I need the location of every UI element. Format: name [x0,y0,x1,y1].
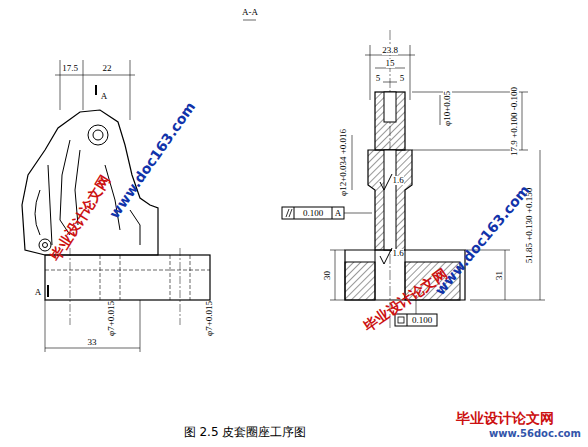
dimension-label: 30 [323,271,332,280]
watermark: 毕业设计论文网 [48,173,112,264]
dimension-label: 17.9 +0.100 -0.100 [509,87,518,156]
dimension-label: A [335,209,342,218]
dimension-label: φ7+0.015 [206,300,215,335]
dimension-label: 5 [376,74,381,83]
dimension-label: 33 [88,338,97,347]
dimension-label: A [35,288,42,297]
watermark: www.doc163.com [107,99,198,220]
watermark: www.doc163.com [432,183,532,298]
dimension-label: 0.100 [412,316,432,325]
dimension-label: 31 [495,271,504,280]
dimension-label: 1.6 [392,249,403,258]
dimension-label: 23.8 [382,46,398,55]
dimension-label: A [101,92,108,101]
dimension-label: 5 [400,74,405,83]
dimension-label: 22 [103,64,112,73]
figure-caption: 图 2.5 皮套圈座工序图 [184,426,307,438]
dimension-label: 1.6 [392,176,403,185]
dimension-label: 0.100 [303,209,323,218]
dimension-label: 15 [386,59,395,68]
watermark: www.56doc.com [489,429,581,439]
dimension-label: A-A [242,8,258,17]
dimension-label: 17.5 [62,64,78,73]
watermark: 毕业设计论文网 [456,411,554,425]
dimension-label: φ12+0.034 +0.016 [339,128,348,195]
dimension-label: 51.85 +0.130 +0.150 [526,187,535,262]
dimension-label: φ10+0.05 [444,90,453,125]
dimension-label: φ7+0.015 [108,300,117,335]
